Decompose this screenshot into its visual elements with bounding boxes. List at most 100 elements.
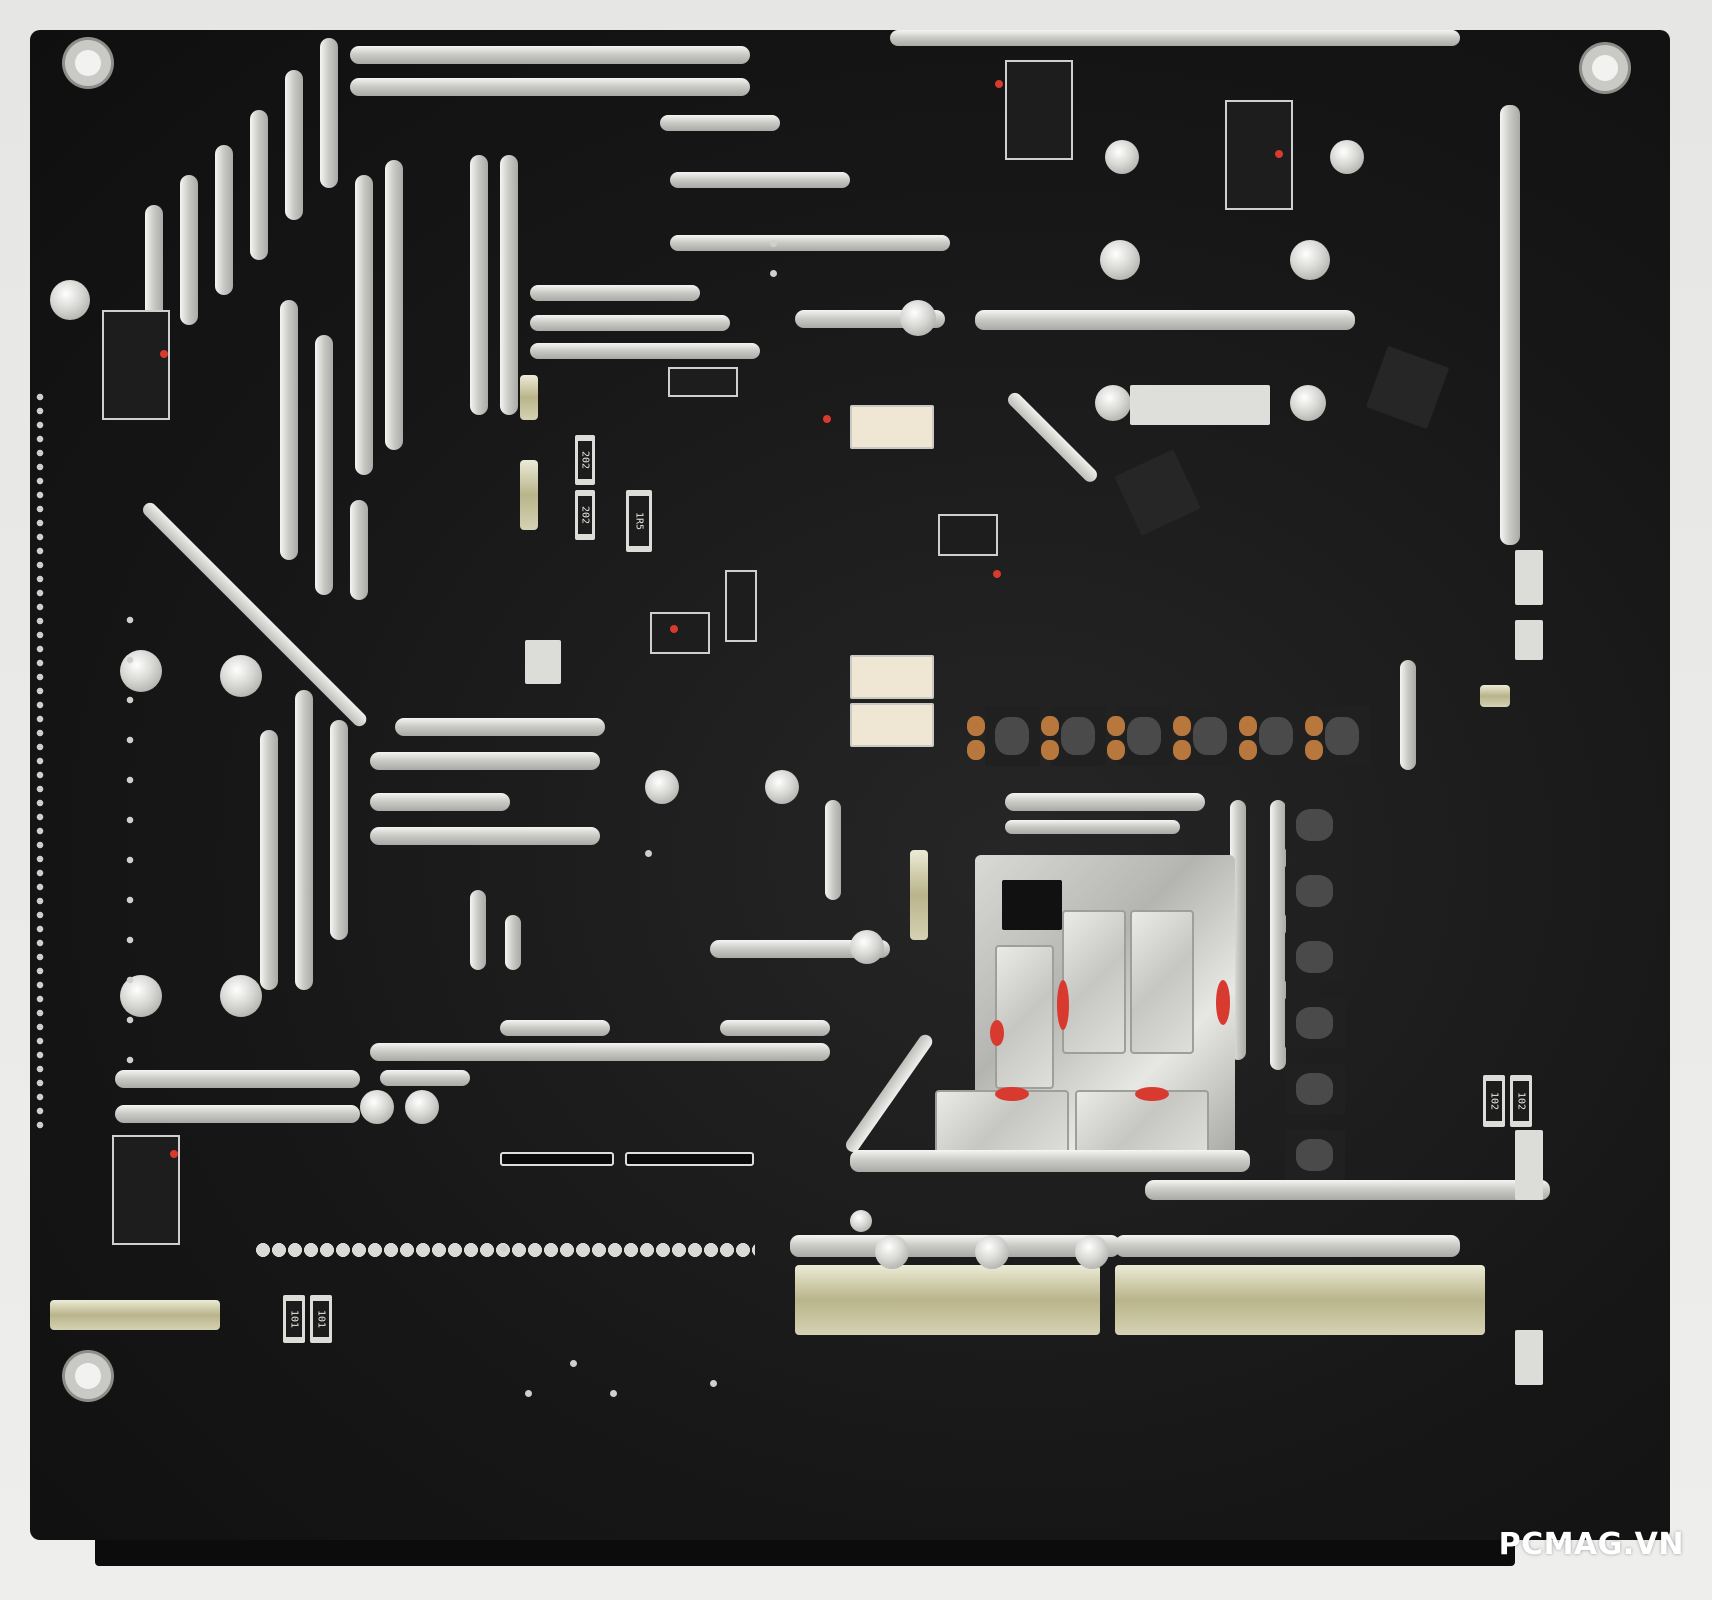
- smd-capacitor: [1305, 740, 1323, 760]
- solder-trace: [530, 285, 700, 301]
- solder-trace: [215, 145, 233, 295]
- smd-capacitor: [1239, 716, 1257, 736]
- solder-pad: [360, 1090, 394, 1124]
- power-tab-pad: [1062, 910, 1126, 1054]
- solder-trace: [350, 500, 368, 600]
- smd-capacitor: [967, 740, 985, 760]
- smd-transistor: [938, 514, 998, 556]
- solder-trace: [1005, 820, 1180, 834]
- glue-dot: [995, 1087, 1029, 1101]
- solder-pad: [850, 1210, 872, 1232]
- solder-pad: [1105, 140, 1139, 174]
- mosfet: [1285, 932, 1345, 982]
- output-bus-bar: [795, 1265, 1100, 1335]
- glue-dot: [1275, 150, 1283, 158]
- resistor: [1515, 1130, 1543, 1200]
- resistor-102: 102: [1483, 1075, 1505, 1127]
- smd-capacitor: [1173, 740, 1191, 760]
- resistor-101: 101: [283, 1295, 305, 1343]
- power-tab-pad: [1130, 910, 1194, 1054]
- via: [770, 240, 777, 247]
- glue-dot: [170, 1150, 178, 1158]
- resistor-202: 202: [575, 435, 595, 485]
- glue-dot: [990, 1020, 1004, 1046]
- glue-dot: [1135, 1087, 1169, 1101]
- solder-trace: [395, 718, 605, 736]
- mosfet: [1285, 866, 1345, 916]
- psu-chassis-edge: [95, 1540, 1515, 1566]
- square-ic: [1114, 449, 1201, 536]
- via-column: [35, 390, 45, 1130]
- mosfet: [1051, 706, 1106, 766]
- glue-dot: [995, 80, 1003, 88]
- solder-trace: [670, 172, 850, 188]
- solder-pad: [875, 1235, 909, 1269]
- smd-diode: [1005, 60, 1073, 160]
- resistor-102: 102: [1510, 1075, 1532, 1127]
- smd-capacitor: [1041, 716, 1059, 736]
- smd-resistor: [525, 640, 561, 684]
- via: [610, 1390, 617, 1397]
- solder-trace: [350, 46, 750, 64]
- solder-trace: [370, 793, 510, 811]
- resistor-marking: 101: [286, 1301, 302, 1337]
- solder-trace: [975, 310, 1355, 330]
- mosfet: [1249, 706, 1304, 766]
- resistor-101: 101: [310, 1295, 332, 1343]
- glue-dot: [823, 415, 831, 423]
- smd-capacitor: [1107, 740, 1125, 760]
- smd-capacitor: [1041, 740, 1059, 760]
- solder-pad: [975, 1235, 1009, 1269]
- via: [770, 270, 777, 277]
- glue-dot: [993, 570, 1001, 578]
- resistor-marking: 202: [578, 496, 592, 534]
- square-ic: [1365, 345, 1450, 430]
- resistor-marking: 202: [578, 441, 592, 479]
- solder-trace: [500, 1020, 610, 1036]
- smd-transistor: [668, 367, 738, 397]
- solder-trace: [180, 175, 198, 325]
- solder-trace: [380, 1070, 470, 1086]
- solder-pad: [1075, 1235, 1109, 1269]
- watermark: PCMAG.VN: [1498, 1527, 1684, 1562]
- via: [525, 1390, 532, 1397]
- mosfet: [1285, 1130, 1345, 1180]
- solder-trace: [1005, 793, 1205, 811]
- pcb-board: 1R5 102 102 101 101 202 202: [30, 30, 1670, 1540]
- solder-trace: [315, 335, 333, 595]
- optocoupler: [850, 655, 934, 699]
- power-tab-pad: [995, 945, 1054, 1089]
- solder-trace: [470, 155, 488, 415]
- mounting-hole-top-left: [75, 50, 101, 76]
- optocoupler: [850, 405, 934, 449]
- resistor-marking: 102: [1513, 1081, 1529, 1121]
- mosfet: [1285, 1064, 1345, 1114]
- resistor: [1515, 620, 1543, 660]
- solder-pad: [220, 975, 262, 1017]
- smd-diode: [650, 612, 710, 654]
- mosfet: [1117, 706, 1172, 766]
- via: [710, 1380, 717, 1387]
- bridge-diode: [112, 1135, 180, 1245]
- solder-trace: [370, 752, 600, 770]
- smd-capacitor: [1305, 716, 1323, 736]
- smd-capacitor: [520, 460, 538, 530]
- smd-capacitor: [967, 716, 985, 736]
- solder-pad: [645, 770, 679, 804]
- resistor-1r5: 1R5: [626, 490, 652, 552]
- smd-capacitor: [1107, 716, 1125, 736]
- via: [645, 850, 652, 857]
- smd-diode: [725, 570, 757, 642]
- solder-trace: [530, 315, 730, 331]
- solder-trace: [370, 827, 600, 845]
- mosfet-column: [1285, 800, 1365, 1200]
- mosfet-row: [967, 698, 1385, 778]
- mosfet: [985, 706, 1040, 766]
- via-column: [125, 600, 135, 1070]
- bridge-diode: [102, 310, 170, 420]
- solder-trace: [500, 155, 518, 415]
- solder-trace: [260, 730, 278, 990]
- solder-trace: [330, 720, 348, 940]
- smd-capacitor: [1173, 716, 1191, 736]
- smd-capacitor-tantalum: [1480, 685, 1510, 707]
